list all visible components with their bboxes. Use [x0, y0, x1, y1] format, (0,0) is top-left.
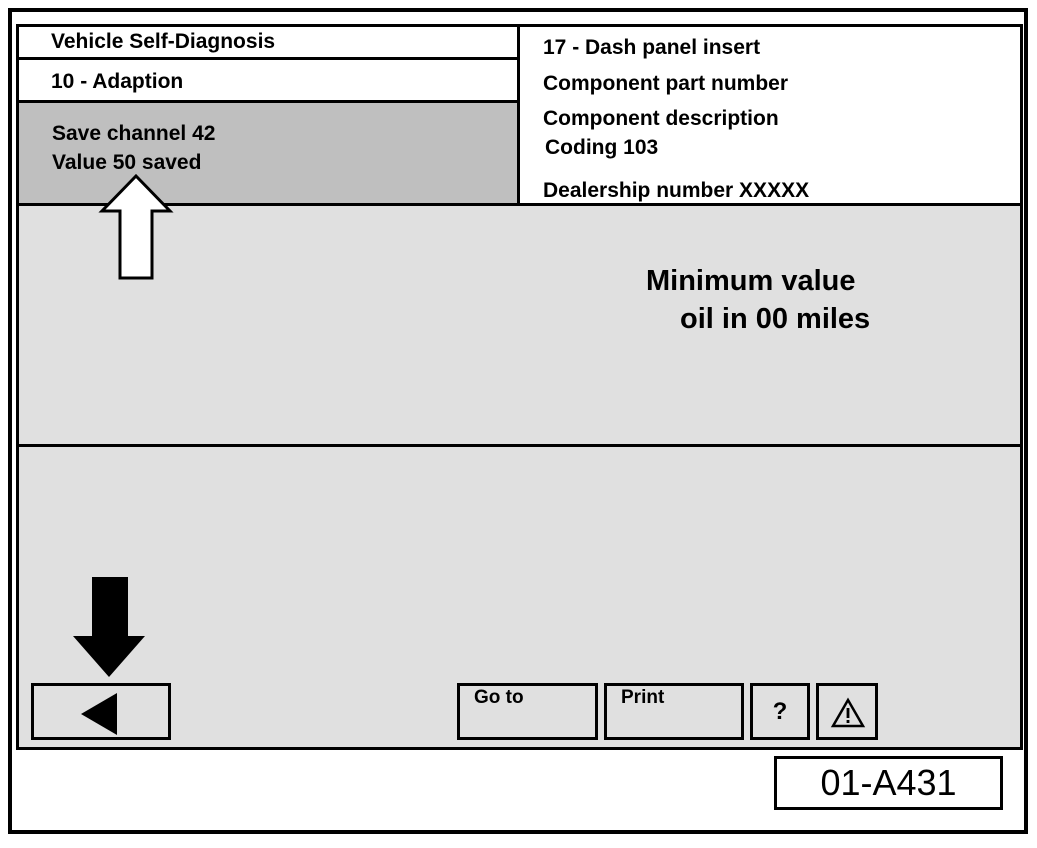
module-address: 17 - Dash panel insert [543, 36, 761, 59]
function-sub-box: 10 - Adaption [19, 60, 520, 103]
up-arrow-icon [98, 173, 174, 280]
warning-button[interactable] [816, 683, 878, 740]
print-button-label: Print [621, 687, 665, 708]
function-subtitle: 10 - Adaption [51, 70, 184, 93]
back-button[interactable] [31, 683, 171, 740]
help-icon: ? [772, 698, 788, 725]
down-arrow-icon [73, 577, 145, 677]
status-box: Save channel 42 Value 50 saved [19, 103, 520, 203]
message-line-1: Minimum value [646, 265, 856, 297]
goto-button[interactable]: Go to [457, 683, 598, 740]
component-part-number: Component part number [543, 72, 788, 95]
back-triangle-icon [81, 693, 117, 735]
warning-triangle-icon [830, 697, 866, 728]
goto-button-label: Go to [474, 687, 524, 708]
print-button[interactable]: Print [604, 683, 744, 740]
help-button[interactable]: ? [750, 683, 810, 740]
divider-top [19, 203, 1020, 206]
tester-screen: Vehicle Self-Diagnosis 10 - Adaption Sav… [16, 24, 1023, 750]
diagnostic-figure-frame: Vehicle Self-Diagnosis 10 - Adaption Sav… [8, 8, 1028, 834]
divider-middle [19, 444, 1020, 447]
function-title: Vehicle Self-Diagnosis [51, 30, 276, 53]
message-line-2: oil in 00 miles [680, 303, 871, 335]
figure-label: 01-A431 [774, 756, 1003, 810]
status-line-1: Save channel 42 [52, 122, 216, 145]
dealership-number: Dealership number XXXXX [543, 179, 810, 202]
function-title-box: Vehicle Self-Diagnosis [19, 27, 520, 60]
control-module-info: 17 - Dash panel insert Component part nu… [520, 27, 1020, 203]
coding: Coding 103 [545, 136, 659, 159]
status-line-2: Value 50 saved [52, 151, 202, 174]
component-description: Component description [543, 107, 779, 130]
